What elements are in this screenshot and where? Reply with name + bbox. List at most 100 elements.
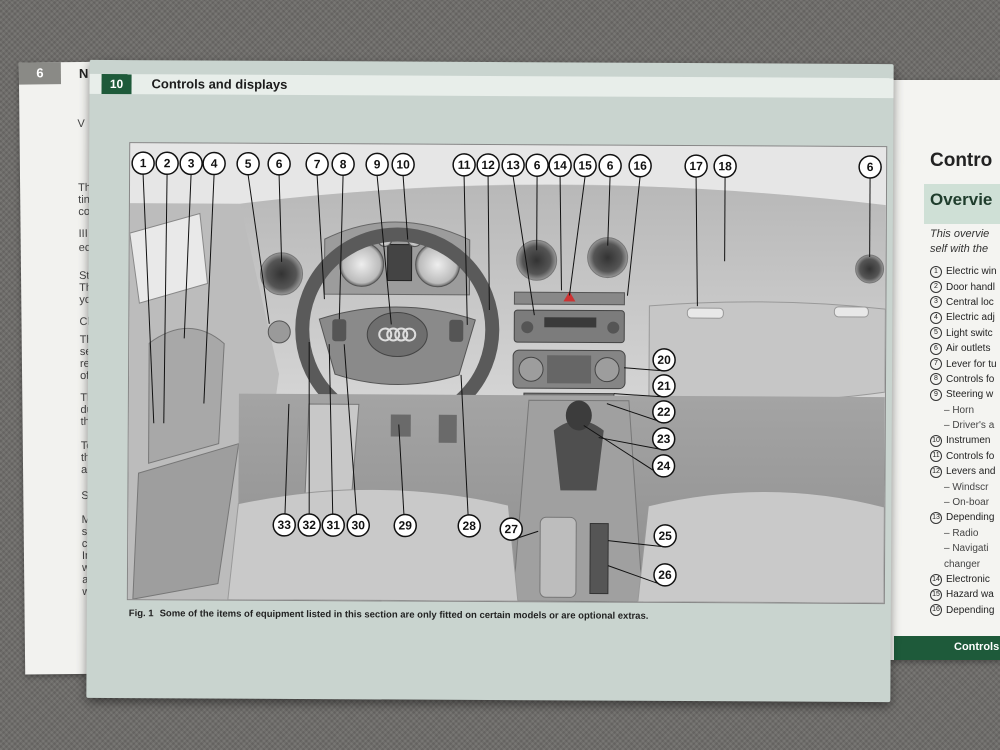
callout-leader-line	[338, 175, 344, 320]
item-number-circle: 14	[930, 573, 942, 586]
callout-number: 30	[352, 518, 366, 532]
callout-circle	[476, 153, 500, 177]
back-page-fragment: III	[78, 227, 88, 240]
subtitle-band	[924, 184, 1000, 224]
callout-circle	[236, 151, 260, 176]
callout-number: 6	[867, 160, 874, 174]
item-text: – Windscr	[944, 481, 989, 493]
controls-list-item: – Windscr	[930, 479, 997, 494]
item-text: Electronic	[946, 574, 990, 585]
callout-number: 25	[658, 529, 672, 543]
glove-box-handle	[686, 307, 724, 319]
main-page: 10 Controls and displays	[86, 59, 894, 703]
callout-leader-line	[343, 344, 359, 537]
audi-rings	[378, 327, 417, 342]
item-text: – Driver's a	[944, 420, 995, 432]
passenger-seat	[637, 490, 885, 604]
item-text: Electric win	[946, 266, 997, 278]
right-page-title: Contro	[930, 150, 993, 171]
callout-leader-line	[695, 177, 698, 307]
callout-number: 4	[211, 157, 218, 171]
item-number-circle: 8	[930, 373, 942, 386]
item-text: Air outlets	[946, 343, 991, 355]
callout-leader-line	[608, 540, 666, 548]
accelerator-pedal	[438, 414, 457, 443]
item-text: Depending	[946, 512, 995, 524]
callout-number: 1	[140, 156, 147, 170]
callout-circle	[131, 151, 155, 175]
callout-number: 13	[506, 158, 520, 172]
callout-leader-line	[568, 176, 586, 296]
item-text: Steering w	[946, 389, 994, 401]
callout-number: 33	[278, 518, 292, 532]
item-text: Controls fo	[946, 450, 995, 462]
item-number-circle: 1	[930, 265, 942, 278]
item-number-circle: 2	[930, 281, 942, 294]
item-text: Levers and	[946, 466, 996, 478]
page-header: 10 Controls and displays	[89, 73, 894, 99]
item-text: – Navigati	[944, 543, 989, 555]
callout-number: 31	[327, 518, 341, 532]
item-text: – On-boar	[944, 497, 990, 509]
item-number-circle: 3	[930, 296, 942, 309]
callout-leader-line	[203, 174, 215, 404]
controls-list-item: 15 Hazard wa	[930, 587, 997, 602]
callout-leader-line	[583, 425, 664, 478]
callout-circle	[651, 427, 676, 451]
callout-leader-line	[183, 174, 192, 339]
callout-circle	[331, 152, 355, 176]
driver-info-display	[387, 243, 413, 282]
callout-circle	[272, 513, 296, 537]
callout-circle	[499, 517, 523, 541]
callout-circle	[651, 454, 676, 478]
item-number-circle: 12	[930, 465, 942, 478]
item-number-circle: 13	[930, 511, 942, 524]
item-text: Central loc	[946, 296, 994, 308]
callout-circle	[391, 152, 415, 177]
callout-circle	[297, 513, 321, 537]
callout-number: 8	[340, 157, 347, 171]
callout-number: 2	[164, 156, 171, 170]
callout-number: 28	[463, 519, 477, 533]
callout-leader-line	[613, 393, 664, 398]
air-vent-right	[855, 254, 885, 284]
callout-number: 10	[396, 158, 410, 172]
callout-leader-line	[247, 174, 270, 324]
controls-list-item: 14 Electronic	[930, 572, 997, 587]
item-number-circle: 9	[930, 388, 942, 401]
callout-leader-line	[163, 174, 168, 424]
callout-number: 6	[276, 157, 283, 171]
callout-circle	[321, 513, 345, 537]
item-text: changer	[944, 558, 981, 570]
callout-leader-line	[376, 175, 392, 325]
controls-list-item: 13 Depending	[930, 510, 997, 525]
callout-number: 22	[657, 405, 671, 419]
callout-circle	[267, 152, 291, 176]
door-handle-area	[148, 327, 225, 464]
callout-leader-line	[316, 175, 325, 300]
right-page-subtitle: Overvie	[930, 190, 993, 209]
callout-circle	[393, 513, 417, 538]
callout-leader-line	[559, 176, 562, 291]
callout-number: 24	[657, 459, 671, 473]
page-number: 10	[101, 73, 132, 95]
callout-leader-line	[606, 403, 664, 424]
item-number-circle: 15	[930, 588, 942, 601]
callout-number: 7	[314, 157, 321, 171]
callout-circle	[452, 153, 476, 177]
item-text: Hazard wa	[946, 589, 994, 601]
callout-leader-line	[278, 174, 283, 262]
driver-seat	[227, 488, 519, 602]
callout-number: 5	[245, 157, 252, 171]
controls-list-item: – Radio	[930, 526, 997, 541]
item-number-circle: 16	[930, 604, 942, 617]
callout-circle	[457, 514, 481, 538]
